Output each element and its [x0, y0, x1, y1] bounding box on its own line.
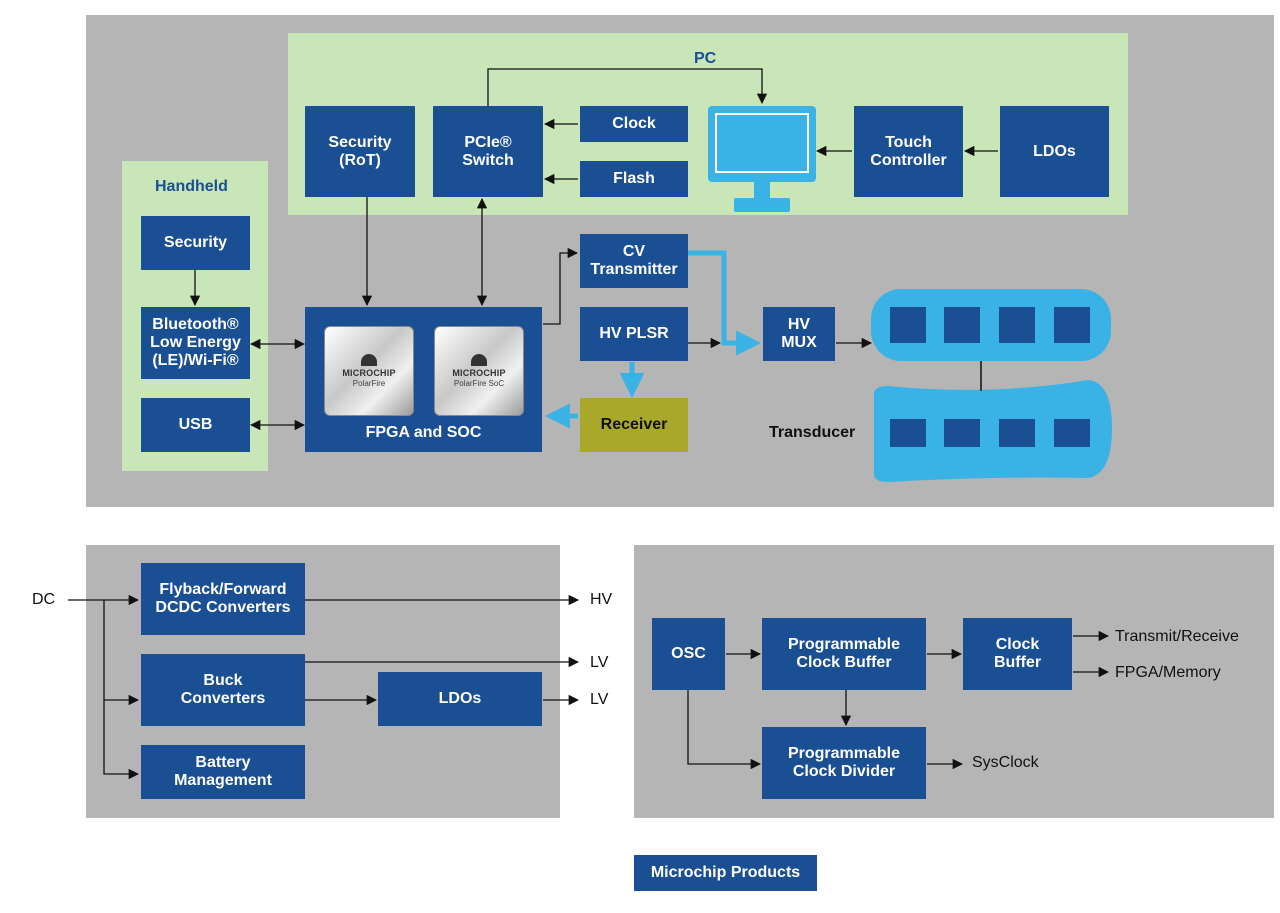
lv-output-label-2: LV [590, 691, 609, 708]
pcie-switch-block: PCIe® Switch [433, 106, 543, 197]
dc-label: DC [32, 591, 56, 608]
chip-brand: MICROCHIP [452, 368, 506, 378]
chip-product: PolarFire [352, 379, 386, 388]
chip-product: PolarFire SoC [453, 379, 505, 388]
monitor-icon [708, 106, 816, 212]
programmable-clock-divider-block: Programmable Clock Divider [762, 727, 926, 799]
lv-output-label-1: LV [590, 654, 609, 671]
polarfire-soc-chip-icon: MICROCHIP PolarFire SoC [434, 326, 524, 416]
microchip-logo-icon [471, 354, 487, 366]
microchip-logo-icon [361, 354, 377, 366]
flyback-forward-block: Flyback/Forward DCDC Converters [141, 563, 305, 635]
bluetooth-wifi-block: Bluetooth® Low Energy (LE)/Wi-Fi® [141, 307, 250, 379]
receiver-block: Receiver [580, 398, 688, 452]
hv-mux-block: HV MUX [763, 307, 835, 361]
ldos-pc-block: LDOs [1000, 106, 1109, 197]
security-rot-block: Security (RoT) [305, 106, 415, 197]
clock-buffer-block: Clock Buffer [963, 618, 1072, 690]
battery-management-block: Battery Management [141, 745, 305, 799]
polarfire-chip-icon: MICROCHIP PolarFire [324, 326, 414, 416]
fpga-memory-label: FPGA/Memory [1115, 664, 1221, 681]
transducer-icon [871, 289, 1112, 482]
clock-panel [634, 545, 1274, 818]
sysclock-label: SysClock [972, 754, 1039, 771]
osc-block: OSC [652, 618, 725, 690]
hv-output-label: HV [590, 591, 613, 608]
cv-transmitter-block: CV Transmitter [580, 234, 688, 288]
transmit-receive-label: Transmit/Receive [1115, 628, 1239, 645]
chip-brand: MICROCHIP [342, 368, 396, 378]
ldos-power-block: LDOs [378, 672, 542, 726]
hv-plsr-block: HV PLSR [580, 307, 688, 361]
programmable-clock-buffer-block: Programmable Clock Buffer [762, 618, 926, 690]
transducer-label: Transducer [769, 424, 856, 441]
clock-block: Clock [580, 106, 688, 142]
usb-block: USB [141, 398, 250, 452]
microchip-products-legend: Microchip Products [634, 855, 817, 891]
pc-group-label: PC [694, 50, 717, 67]
buck-converters-block: Buck Converters [141, 654, 305, 726]
handheld-group-label: Handheld [155, 178, 228, 195]
security-handheld-block: Security [141, 216, 250, 270]
touch-controller-block: Touch Controller [854, 106, 963, 197]
flash-block: Flash [580, 161, 688, 197]
